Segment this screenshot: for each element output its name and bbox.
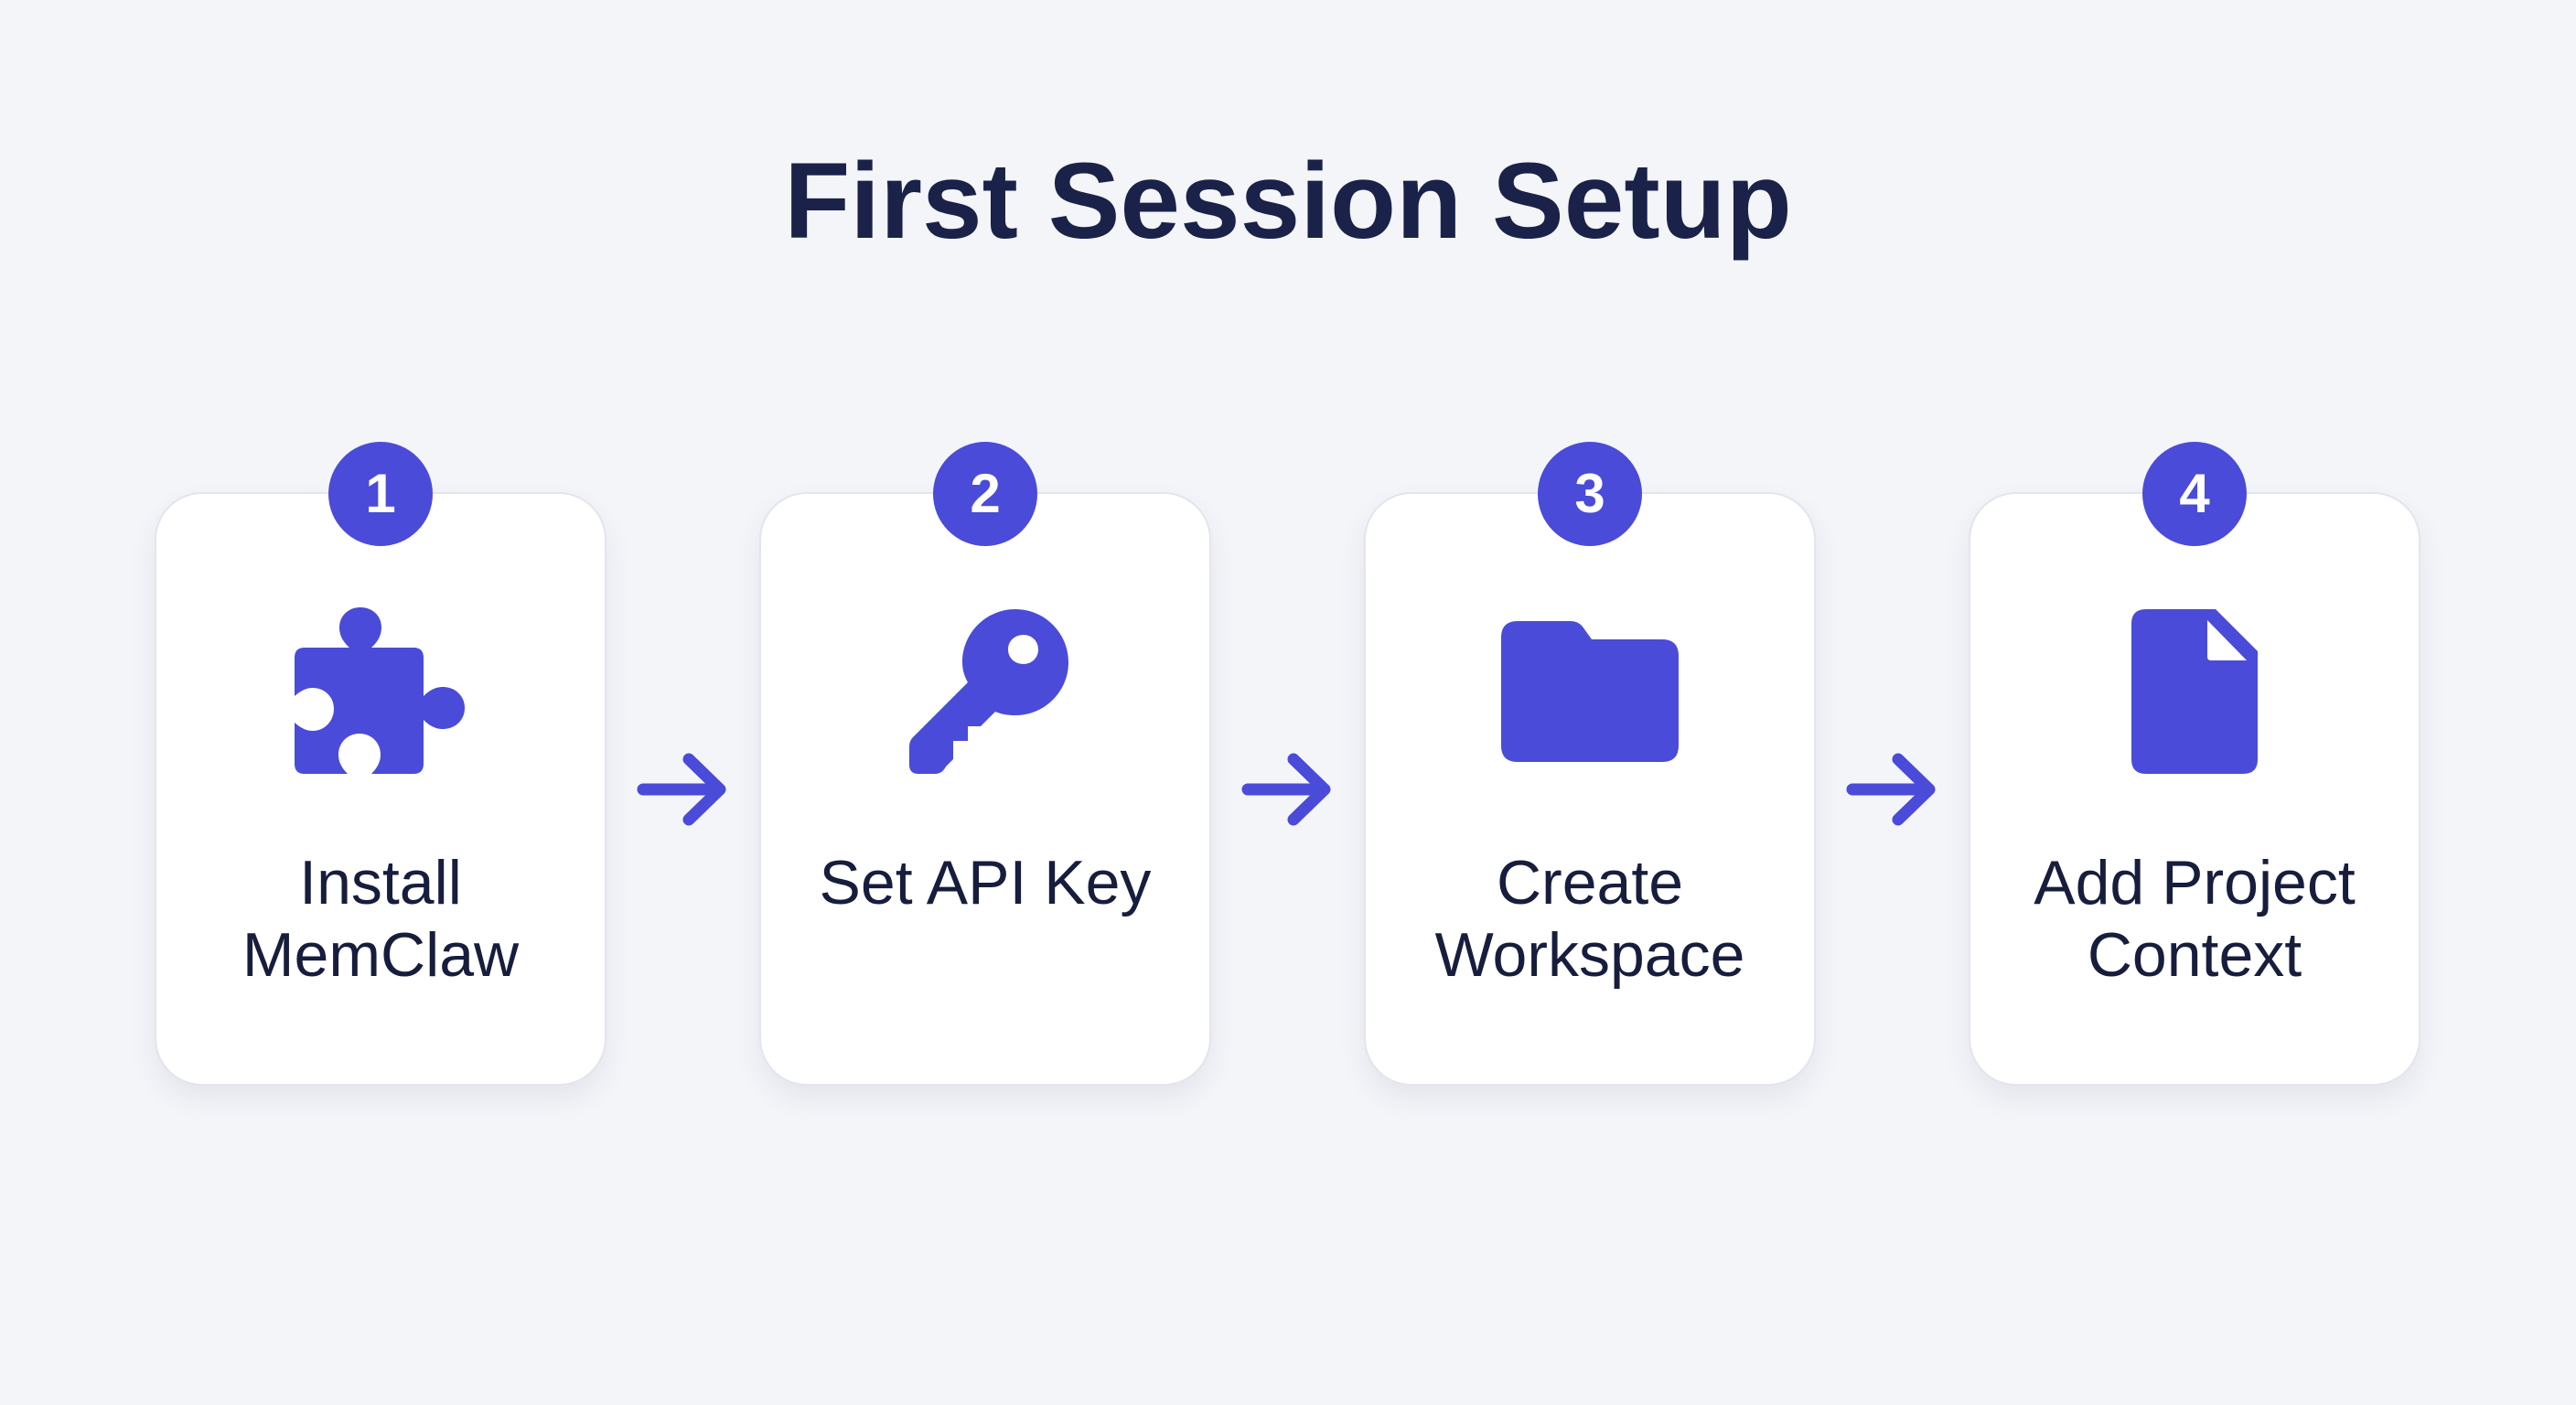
arrow-right-icon: [1845, 750, 1940, 829]
step-card-install-memclaw: 1 Install MemClaw: [155, 442, 606, 1086]
step-label: Create Workspace: [1434, 848, 1745, 990]
step-card-create-workspace: 3 Create Workspace: [1364, 442, 1816, 1086]
page-title: First Session Setup: [784, 141, 1792, 262]
step-label: Install MemClaw: [242, 848, 520, 990]
folder-icon: [1501, 621, 1679, 762]
step-label: Add Project Context: [2034, 848, 2356, 990]
step-number-badge: 2: [933, 442, 1037, 546]
key-icon: [898, 607, 1072, 776]
document-icon: [2130, 607, 2259, 776]
arrow-right-icon: [636, 750, 731, 829]
step-card-set-api-key: 2 Set API Key: [759, 442, 1211, 1086]
arrow-right-icon: [1240, 750, 1336, 829]
step-number-badge: 4: [2142, 442, 2247, 546]
step-number-badge: 3: [1538, 442, 1642, 546]
step-label: Set API Key: [819, 848, 1152, 917]
step-number-badge: 1: [328, 442, 433, 546]
step-card-add-project-context: 4 Add Project Context: [1969, 442, 2420, 1086]
puzzle-piece-icon: [294, 607, 467, 776]
